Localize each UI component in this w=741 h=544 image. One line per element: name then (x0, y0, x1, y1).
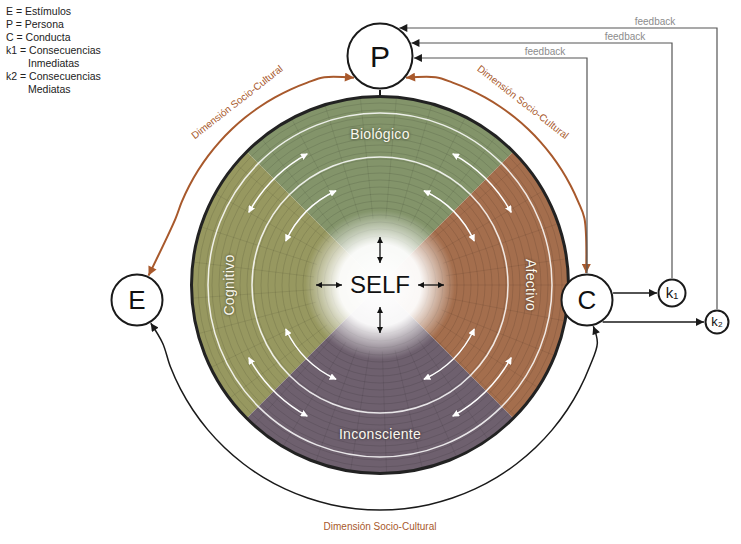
wood-ring (289, 194, 471, 376)
dimension-label: Inconsciente (339, 427, 421, 442)
circle-border (348, 24, 413, 89)
node-label: P (370, 40, 390, 73)
wood-crack (443, 224, 557, 263)
key-label: E = Estímulos (6, 5, 140, 18)
wood-ring (282, 187, 478, 383)
wood-crack (386, 99, 397, 219)
wood-crack (421, 138, 495, 233)
dimension-label: Cognitivo (222, 254, 237, 315)
node-label: k₁ (666, 285, 679, 302)
dimension-label: Afectivo (522, 259, 537, 311)
wheel-group (192, 97, 569, 474)
wood-crack (325, 106, 360, 221)
connector-line (379, 90, 381, 95)
self-wheel: SELF BiológicoCognitivo AfectivoInconscien… (190, 95, 570, 475)
key-block: E = EstímulosP = PersonaC = Conductak1 =… (6, 5, 140, 96)
wood-crack (262, 140, 338, 234)
edge-label: Dimensión Socio-Cultural (322, 521, 439, 532)
interaction-arrow (453, 358, 511, 416)
wood-crack (410, 118, 465, 225)
wood-crack (193, 290, 313, 298)
key-label: k1 = Consecuencias Inmediatas (6, 44, 140, 70)
key-label: k2 = Consecuencias Mediatas (6, 70, 140, 96)
key-label: C = Conducta (6, 31, 140, 44)
self-arrow (418, 284, 444, 285)
wood-crack (438, 192, 542, 252)
wood-crack (212, 314, 320, 367)
node-label: k₂ (711, 315, 723, 329)
edge-label: feedback (633, 16, 678, 27)
white-ring (208, 113, 552, 457)
node-label: E (128, 286, 145, 315)
wood-crack (447, 285, 568, 286)
circle-border (706, 311, 729, 334)
node-label: C (578, 286, 597, 315)
white-ring (252, 157, 508, 413)
wood-ring (275, 180, 485, 390)
self-glow (305, 210, 455, 360)
edge-label: feedback (523, 46, 568, 57)
circle-border (562, 275, 613, 326)
wood-crack (292, 120, 349, 226)
wood-crack (382, 351, 386, 471)
self-arrow (379, 237, 380, 263)
circle-border (659, 280, 686, 307)
wood-ring (198, 103, 562, 467)
consequence-circle: k₂ (704, 309, 730, 335)
wood-crack (255, 334, 336, 424)
wood-crack (316, 347, 357, 460)
node-label: SELF (350, 272, 410, 298)
connector-line (613, 292, 657, 294)
key-label: P = Persona (6, 18, 140, 31)
stimulus-circle: E (110, 273, 164, 327)
self-core: SELF (305, 210, 455, 360)
wood-crack (202, 227, 317, 264)
interaction-arrow (453, 154, 511, 212)
person-circle: P (346, 22, 414, 90)
wood-ring (303, 208, 457, 362)
wood-crack (442, 310, 554, 355)
wood-crack (231, 325, 327, 398)
behavior-circle: C (560, 273, 614, 327)
wood-crack (395, 350, 422, 467)
connector-line (603, 321, 704, 323)
wood-crack (199, 302, 315, 333)
wood-crack (398, 105, 431, 221)
wood-ring (296, 201, 464, 369)
edge-label: feedback (603, 31, 648, 42)
dimension-label: Biológico (350, 127, 410, 142)
interaction-arrow (249, 358, 307, 416)
self-arrow (379, 307, 380, 333)
interaction-arrow (249, 154, 307, 212)
wheel-sector (247, 285, 513, 473)
self-arrow (316, 284, 342, 285)
consequence-circle: k₁ (657, 278, 687, 308)
circle-border (112, 275, 163, 326)
wheel-border (192, 97, 569, 474)
wood-crack (418, 339, 487, 438)
